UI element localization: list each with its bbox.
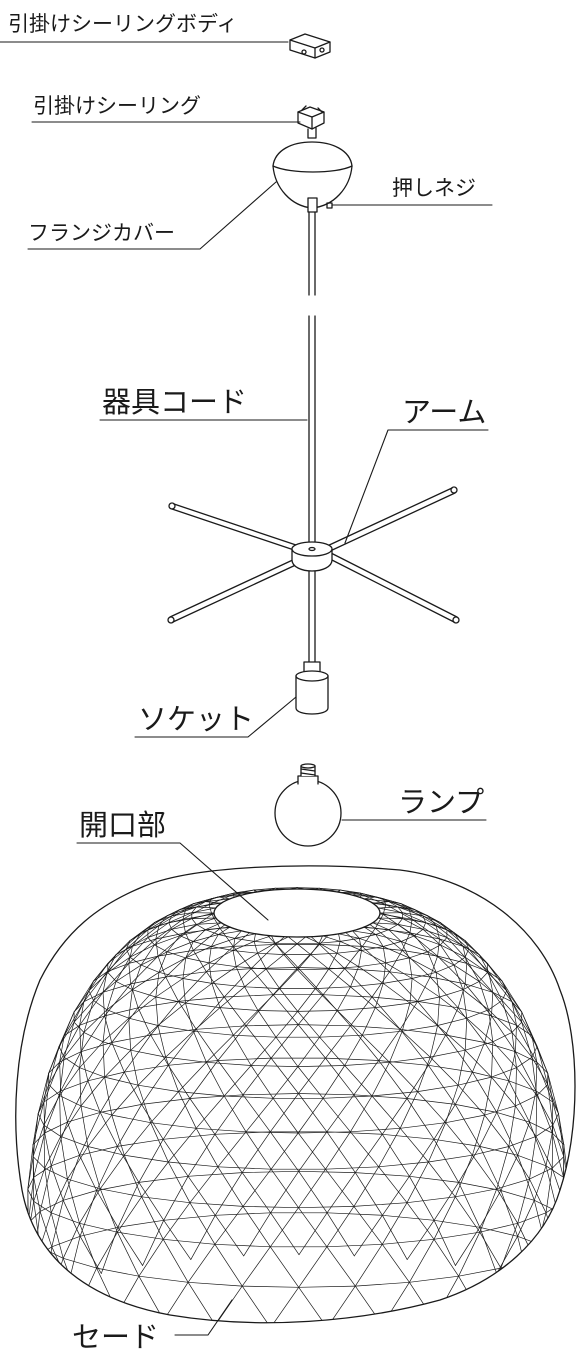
label-ceiling-body: 引掛けシーリングボディ [8,14,238,35]
ceiling-body-part [290,34,330,58]
cord-part [309,212,315,665]
shade-opening [214,889,380,937]
socket-part [296,662,328,714]
shade-part [16,866,575,1367]
label-set-screw: 押しネジ [392,178,476,199]
arm-part [168,487,459,623]
label-opening: 開口部 [79,811,166,840]
label-ceiling: 引掛けシーリング [33,96,201,117]
label-shade: セード [72,1323,159,1352]
label-arm: アーム [402,398,486,427]
lamp-part [275,764,341,846]
label-cord: 器具コード [102,388,247,417]
flange-cover-part [273,142,352,212]
label-lamp: ランプ [398,788,484,817]
label-socket: ソケット [138,705,254,734]
label-flange-cover: フランジカバー [28,223,175,244]
ceiling-connector-part [298,106,324,138]
